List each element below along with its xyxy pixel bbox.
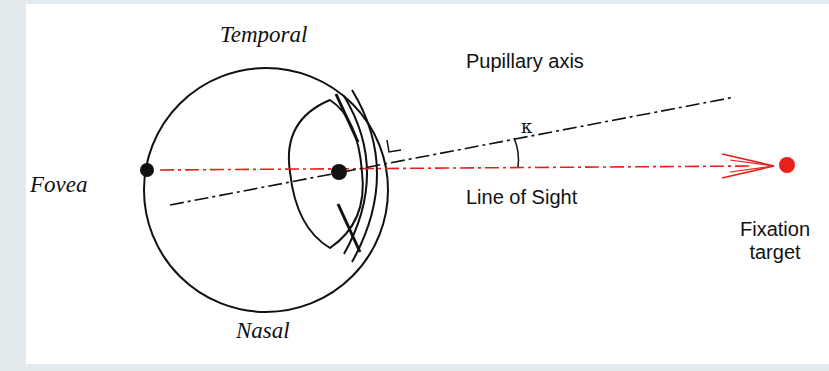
eyeball bbox=[144, 68, 388, 312]
iris bbox=[336, 94, 358, 142]
fovea-dot bbox=[140, 163, 154, 177]
region-label: Temporal bbox=[220, 22, 307, 48]
cornea bbox=[352, 90, 377, 262]
region-label: Nasal bbox=[236, 318, 290, 344]
arrowhead bbox=[722, 154, 774, 178]
fixation-dot bbox=[779, 157, 795, 173]
right-angle-mark bbox=[387, 140, 401, 152]
panel bbox=[26, 4, 829, 364]
angle-arc bbox=[514, 138, 519, 167]
line-of-sight bbox=[160, 166, 752, 170]
arrowhead bbox=[730, 160, 774, 172]
axis-label: Line of Sight bbox=[466, 186, 577, 209]
structure-label: Fovea bbox=[30, 172, 87, 198]
pupillary-axis bbox=[170, 97, 735, 205]
iris bbox=[338, 204, 360, 252]
axis-label: Pupillary axis bbox=[466, 50, 584, 73]
target-label: Fixation target bbox=[725, 218, 825, 264]
lens bbox=[289, 100, 363, 248]
angle-label: κ bbox=[521, 117, 532, 138]
nodal-point bbox=[331, 164, 347, 180]
